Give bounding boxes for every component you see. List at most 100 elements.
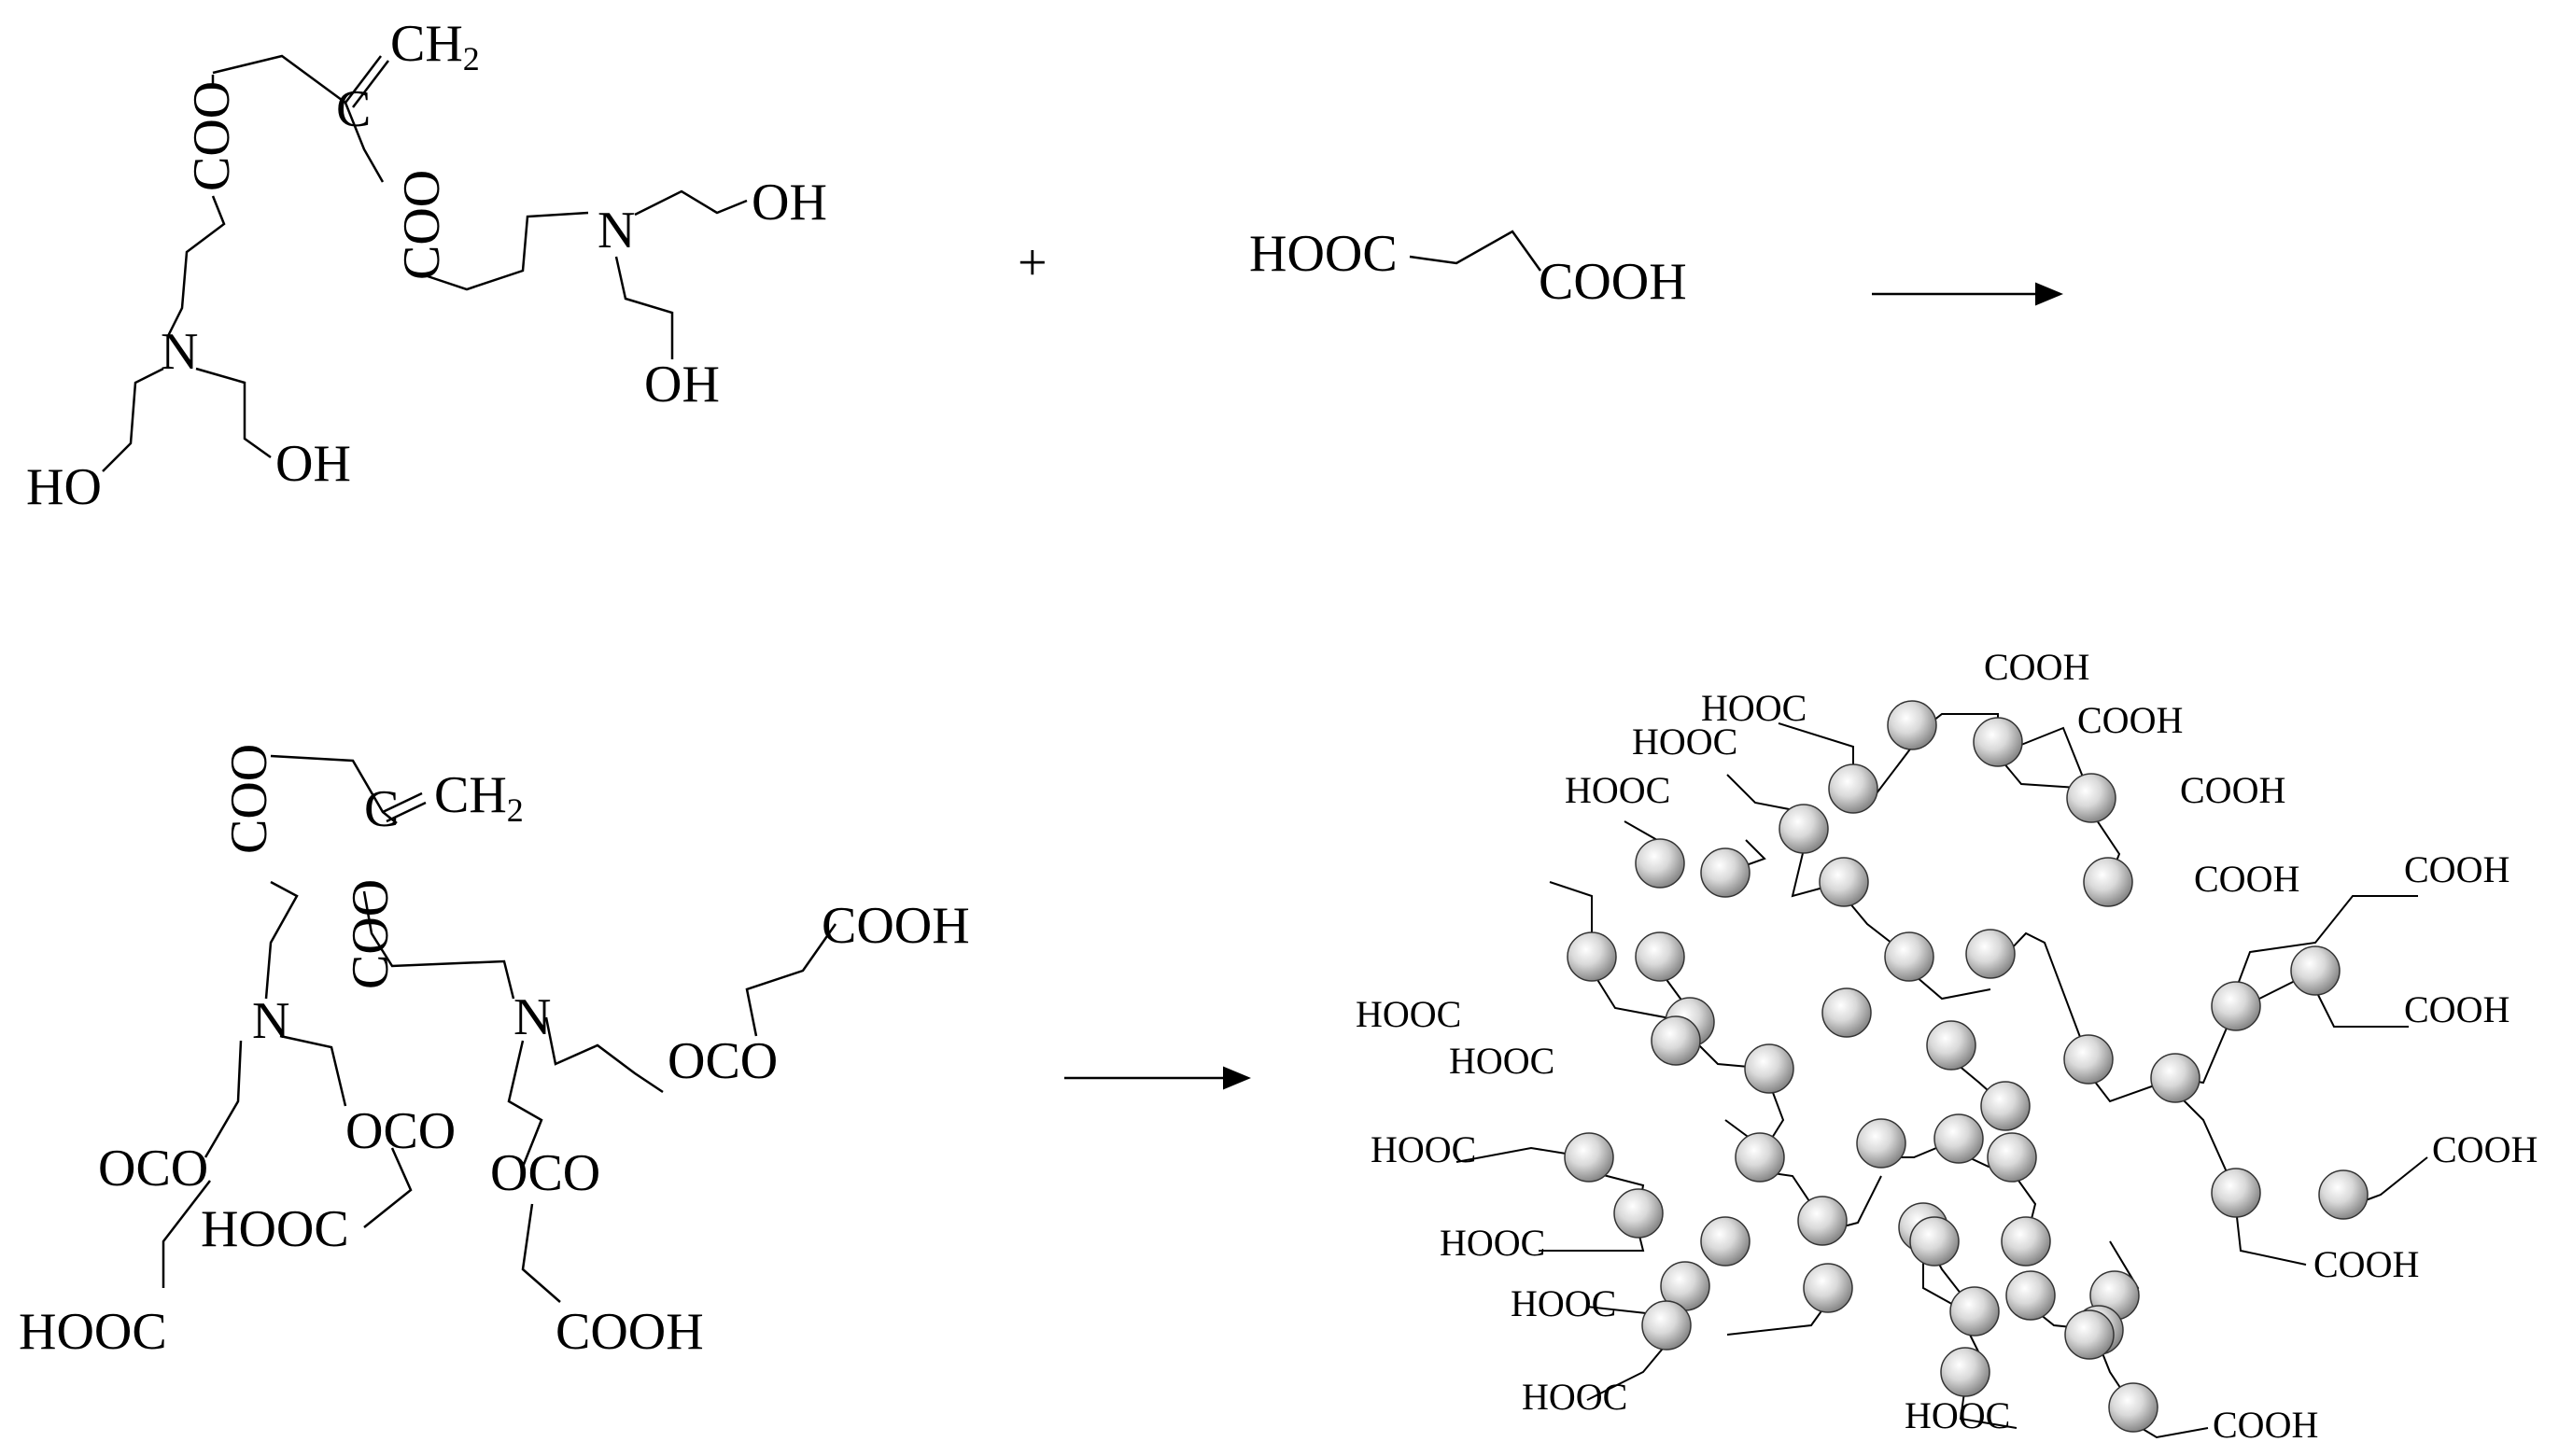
end-group-hooc: HOOC [1511, 1282, 1616, 1324]
double-bond-b [352, 60, 389, 108]
inter-bonds-top [270, 754, 398, 824]
monomer-sphere [1965, 929, 2016, 979]
monomer-sphere [2211, 981, 2261, 1031]
label-c-inter: C [364, 780, 399, 838]
monomer-sphere [1926, 1020, 1976, 1071]
monomer-bonds-left-n-arm2 [195, 367, 272, 459]
polymer-bond [2235, 895, 2418, 990]
inter-bonds-right-chain [362, 890, 515, 1000]
monomer-sphere [1828, 763, 1878, 814]
plus-sign: + [1018, 234, 1048, 292]
monomer-sphere [1651, 1015, 1701, 1066]
monomer-sphere [1819, 857, 1869, 907]
label-n-inter-right: N [513, 988, 551, 1046]
label-cooh-succinic: COOH [1539, 253, 1687, 311]
label-coo-inter-right: COO [342, 879, 400, 989]
monomer-bonds-right-chain [424, 211, 589, 291]
monomer-sphere [1940, 1347, 1990, 1397]
monomer-sphere [1980, 1081, 2031, 1131]
monomer-sphere [1973, 717, 2023, 767]
label-oco-inter-bottom: OCO [490, 1144, 600, 1202]
end-group-cooh: COOH [2404, 848, 2510, 890]
monomer-sphere [2005, 1270, 2056, 1321]
end-group-hooc: HOOC [1565, 769, 1670, 811]
label-oh-2: OH [644, 356, 720, 413]
polymer-bond [2174, 1091, 2237, 1194]
monomer-sphere [2063, 1034, 2114, 1085]
monomer-sphere [2150, 1053, 2200, 1103]
label-ho: HO [26, 458, 102, 516]
label-oco-inter-right: OCO [668, 1032, 778, 1090]
label-cooh-inter-top: COOH [822, 897, 970, 955]
monomer-sphere [2066, 773, 2116, 823]
label-ch2: CH2 [390, 15, 480, 77]
label-coo-right: COO [393, 170, 451, 280]
monomer-sphere [2108, 1382, 2158, 1433]
monomer-sphere [2064, 1309, 2115, 1360]
monomer-sphere [1884, 931, 1934, 982]
end-group-hooc: HOOC [1356, 993, 1461, 1035]
polymer-end-groups: HOOC HOOC HOOC HOOC HOOC HOOC HOOC HOOC … [1356, 646, 2538, 1446]
polymer-bond [2235, 1208, 2307, 1266]
monomer-bonds-left-n-arms [102, 367, 164, 472]
polymer-bond [1726, 774, 1805, 813]
monomer-sphere [1987, 1132, 2037, 1183]
label-oh-1: OH [752, 174, 827, 231]
label-cooh-inter-bottom: COOH [555, 1303, 704, 1361]
succinic-bonds [1409, 230, 1542, 272]
label-n-inter-left: N [252, 992, 289, 1050]
polymer-bonds [1455, 713, 2428, 1439]
end-group-cooh: COOH [1984, 646, 2089, 688]
monomer-sphere [1641, 1300, 1692, 1351]
label-oh-3: OH [275, 435, 351, 493]
end-group-hooc: HOOC [1440, 1222, 1545, 1264]
monomer-bonds-right-n-arm1 [634, 189, 748, 217]
inter-bonds-left-chain [264, 880, 299, 1000]
monomer-sphere [2001, 1216, 2051, 1267]
end-group-cooh: COOH [2432, 1128, 2538, 1170]
label-c: C [336, 80, 371, 138]
end-group-cooh: COOH [2180, 769, 2285, 811]
polymer-bond [1586, 1343, 1667, 1401]
end-group-cooh: COOH [2194, 858, 2299, 900]
end-group-hooc: HOOC [1449, 1040, 1554, 1082]
end-group-hooc: HOOC [1905, 1394, 2010, 1436]
label-n-left: N [161, 323, 198, 381]
end-group-cooh: COOH [2077, 699, 2183, 741]
inter-double-a [382, 791, 423, 814]
reactant-succinic-acid: HOOC COOH [1249, 225, 1687, 311]
polymer-bond [2314, 988, 2409, 1028]
monomer-sphere [1856, 1118, 1906, 1169]
inter-double-b [386, 801, 427, 823]
end-group-cooh: COOH [2404, 988, 2510, 1030]
end-group-hooc: HOOC [1522, 1376, 1627, 1418]
polymer-spheres [1564, 700, 2369, 1433]
end-group-hooc: HOOC [1371, 1128, 1476, 1170]
monomer-sphere [1635, 838, 1685, 889]
label-hooc-succinic: HOOC [1249, 225, 1398, 283]
monomer-sphere [1700, 847, 1751, 898]
monomer-sphere [1887, 700, 1937, 750]
label-n-right: N [598, 202, 635, 259]
monomer-sphere [1821, 987, 1872, 1038]
monomer-sphere [1949, 1286, 2000, 1337]
monomer-sphere [1564, 1132, 1614, 1183]
monomer-bonds-right-n-arm2 [614, 256, 674, 359]
inter-bonds-n1-arm2 [279, 1034, 347, 1107]
monomer-sphere [1909, 1216, 1960, 1267]
label-coo-inter-left: COO [220, 744, 278, 854]
inter-bonds-n2-arm1 [544, 1016, 664, 1094]
monomer-sphere [1744, 1043, 1794, 1094]
monomer-sphere [2290, 945, 2341, 996]
monomer-sphere [1779, 804, 1829, 854]
monomer-sphere [1933, 1113, 1984, 1164]
end-group-hooc: HOOC [1701, 687, 1807, 729]
polymer-bond [1908, 970, 1991, 1001]
label-coo-left: COO [183, 81, 241, 191]
inter-bonds-n1-arm1 [204, 1040, 243, 1158]
monomer-bonds-left-chain [166, 195, 226, 337]
polymer-bond [2016, 726, 2092, 799]
monomer-sphere [2318, 1169, 2369, 1220]
label-oco-inter-left: OCO [98, 1140, 208, 1197]
inter-bonds-oco-bottom [521, 1203, 561, 1303]
